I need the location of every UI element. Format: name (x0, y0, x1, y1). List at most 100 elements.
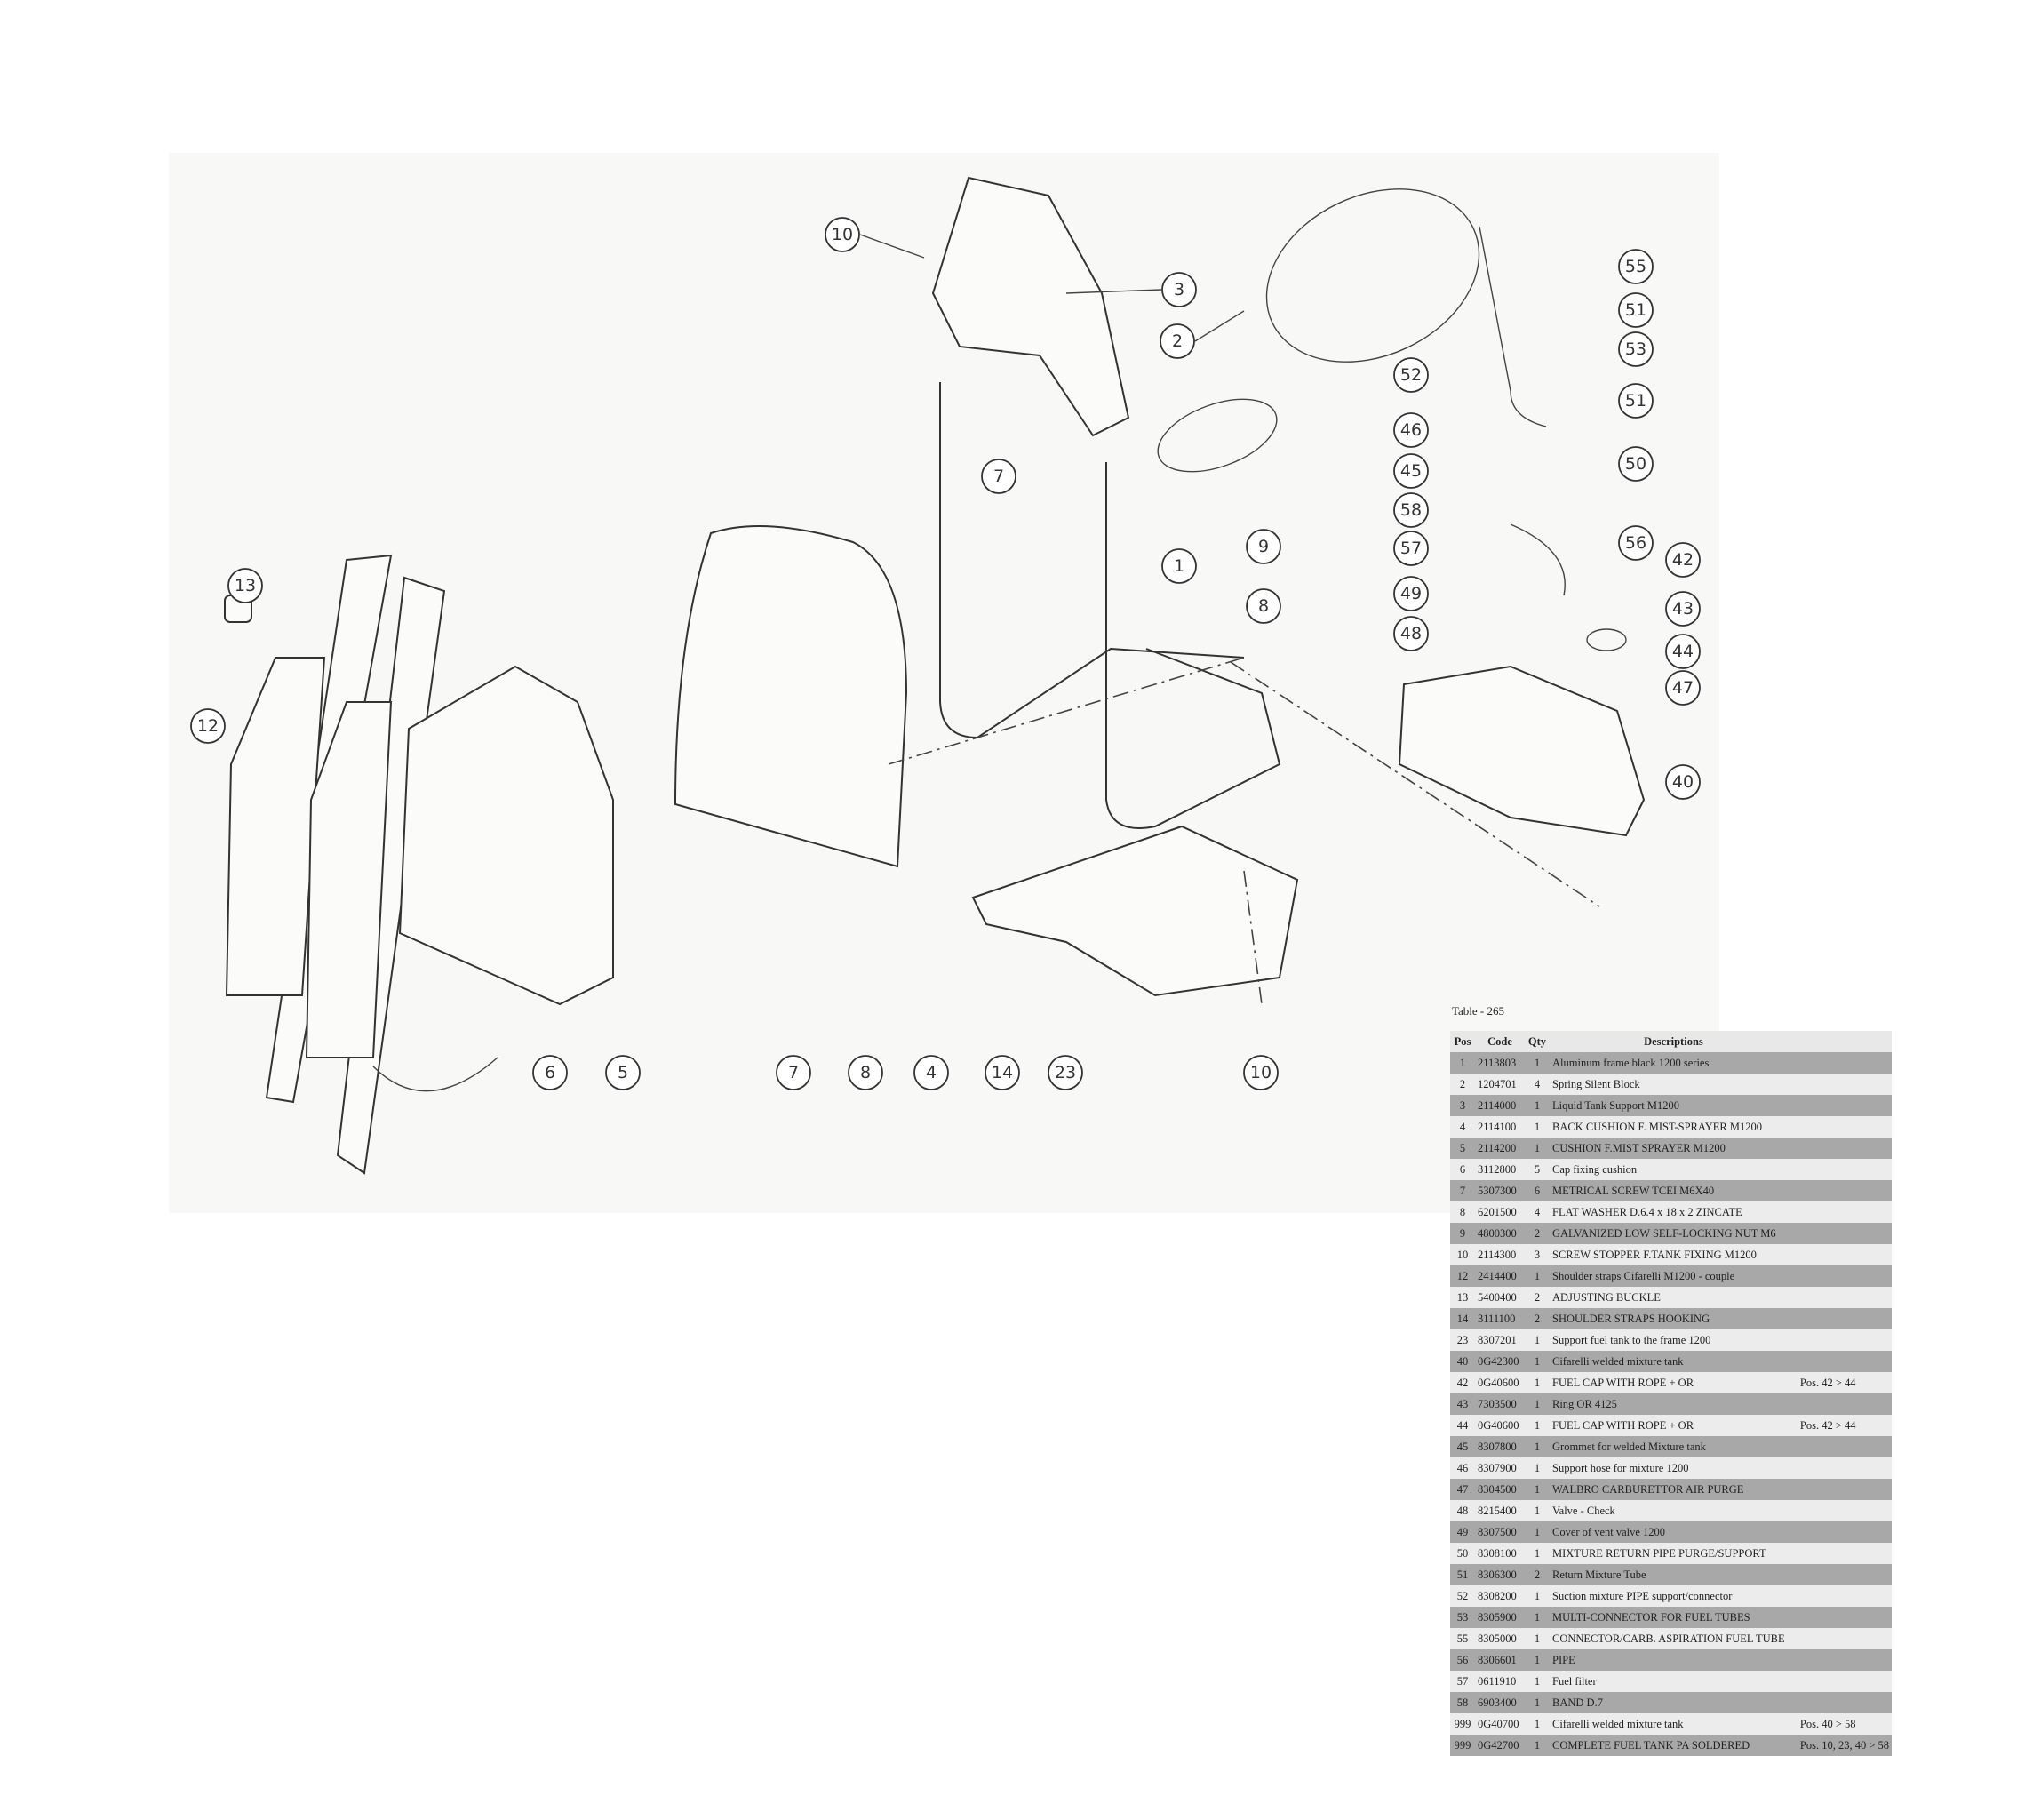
callout: 7 (776, 1055, 811, 1090)
cell-code: 0G42700 (1475, 1735, 1525, 1756)
callout: 10 (825, 217, 925, 259)
cell-pos: 57 (1450, 1671, 1475, 1692)
cell-desc: METRICAL SCREW TCEI M6X40 (1550, 1180, 1798, 1201)
cell-pos: 48 (1450, 1500, 1475, 1521)
callout: 58 (1393, 492, 1429, 528)
cell-desc: BACK CUSHION F. MIST-SPRAYER M1200 (1550, 1116, 1798, 1138)
svg-text:44: 44 (1672, 642, 1694, 661)
cell-qty: 1 (1525, 1457, 1550, 1479)
cell-code: 0G40700 (1475, 1713, 1525, 1735)
svg-text:10: 10 (832, 225, 853, 244)
cell-pos: 9 (1450, 1223, 1475, 1244)
callout: 4 (913, 1055, 949, 1090)
svg-text:56: 56 (1625, 533, 1646, 553)
svg-text:23: 23 (1055, 1063, 1076, 1082)
cell-pos: 42 (1450, 1372, 1475, 1393)
callout: 50 (1618, 446, 1654, 482)
cell-desc: MIXTURE RETURN PIPE PURGE/SUPPORT (1550, 1543, 1798, 1564)
cell-qty: 1 (1525, 1265, 1550, 1287)
cell-desc: MULTI-CONNECTOR FOR FUEL TUBES (1550, 1607, 1798, 1628)
cell-code: 2414400 (1475, 1265, 1525, 1287)
cell-pos: 2 (1450, 1074, 1475, 1095)
cell-desc: Return Mixture Tube (1550, 1564, 1798, 1585)
cell-code: 7303500 (1475, 1393, 1525, 1415)
cell-desc: FUEL CAP WITH ROPE + OR (1550, 1372, 1798, 1393)
cell-code: 8304500 (1475, 1479, 1525, 1500)
svg-text:42: 42 (1672, 550, 1694, 570)
callout: 57 (1393, 531, 1429, 566)
cell-desc: Liquid Tank Support M1200 (1550, 1095, 1798, 1116)
cell-desc: WALBRO CARBURETTOR AIR PURGE (1550, 1479, 1798, 1500)
cell-code: 5307300 (1475, 1180, 1525, 1201)
svg-text:12: 12 (197, 716, 219, 736)
cell-code: 8215400 (1475, 1500, 1525, 1521)
cell-code: 8307500 (1475, 1521, 1525, 1543)
cell-note (1797, 1521, 1892, 1543)
callout: 44 (1665, 634, 1701, 669)
cell-note (1797, 1265, 1892, 1287)
cell-note (1797, 1585, 1892, 1607)
svg-text:47: 47 (1672, 678, 1694, 698)
cell-qty: 1 (1525, 1116, 1550, 1138)
callout: 8 (1246, 588, 1281, 624)
cell-pos: 6 (1450, 1159, 1475, 1180)
cell-desc: CUSHION F.MIST SPRAYER M1200 (1550, 1138, 1798, 1159)
cell-pos: 45 (1450, 1436, 1475, 1457)
cell-pos: 56 (1450, 1649, 1475, 1671)
cell-pos: 12 (1450, 1265, 1475, 1287)
cell-qty: 1 (1525, 1543, 1550, 1564)
cell-code: 8307900 (1475, 1457, 1525, 1479)
svg-text:8: 8 (1258, 596, 1269, 616)
svg-text:10: 10 (1250, 1063, 1272, 1082)
svg-text:7: 7 (788, 1063, 799, 1082)
cell-qty: 4 (1525, 1074, 1550, 1095)
cell-qty: 2 (1525, 1564, 1550, 1585)
fuel-tank-drawing (1398, 226, 1646, 837)
cell-desc: COMPLETE FUEL TANK PA SOLDERED (1550, 1735, 1798, 1756)
cell-desc: FLAT WASHER D.6.4 x 18 x 2 ZINCATE (1550, 1201, 1798, 1223)
cell-qty: 1 (1525, 1500, 1550, 1521)
callout: 10 (1243, 1055, 1279, 1090)
cell-note (1797, 1329, 1892, 1351)
svg-text:55: 55 (1625, 257, 1646, 276)
cell-note (1797, 1244, 1892, 1265)
cell-qty: 1 (1525, 1138, 1550, 1159)
cell-note (1797, 1479, 1892, 1500)
cell-pos: 23 (1450, 1329, 1475, 1351)
cell-code: 8308100 (1475, 1543, 1525, 1564)
callout: 45 (1393, 453, 1429, 489)
cell-note (1797, 1074, 1892, 1095)
cell-code: 8305900 (1475, 1607, 1525, 1628)
callout: 49 (1393, 576, 1429, 611)
cell-pos: 999 (1450, 1735, 1475, 1756)
cell-desc: CONNECTOR/CARB. ASPIRATION FUEL TUBE (1550, 1628, 1798, 1649)
cell-qty: 1 (1525, 1351, 1550, 1372)
spring-detail-ellipse (1265, 188, 1480, 363)
cell-desc: PIPE (1550, 1649, 1798, 1671)
cell-code: 1204701 (1475, 1074, 1525, 1095)
svg-text:52: 52 (1400, 365, 1422, 385)
cell-note (1797, 1543, 1892, 1564)
cell-qty: 1 (1525, 1052, 1550, 1074)
svg-text:9: 9 (1258, 537, 1269, 556)
cell-note (1797, 1607, 1892, 1628)
cell-pos: 44 (1450, 1415, 1475, 1436)
callout: 23 (1048, 1055, 1083, 1090)
cell-code: 0611910 (1475, 1671, 1525, 1692)
cell-qty: 1 (1525, 1479, 1550, 1500)
svg-text:50: 50 (1625, 454, 1646, 474)
callout: 42 (1665, 542, 1701, 578)
svg-text:1: 1 (1174, 556, 1184, 576)
cell-qty: 6 (1525, 1180, 1550, 1201)
cell-note (1797, 1308, 1892, 1329)
